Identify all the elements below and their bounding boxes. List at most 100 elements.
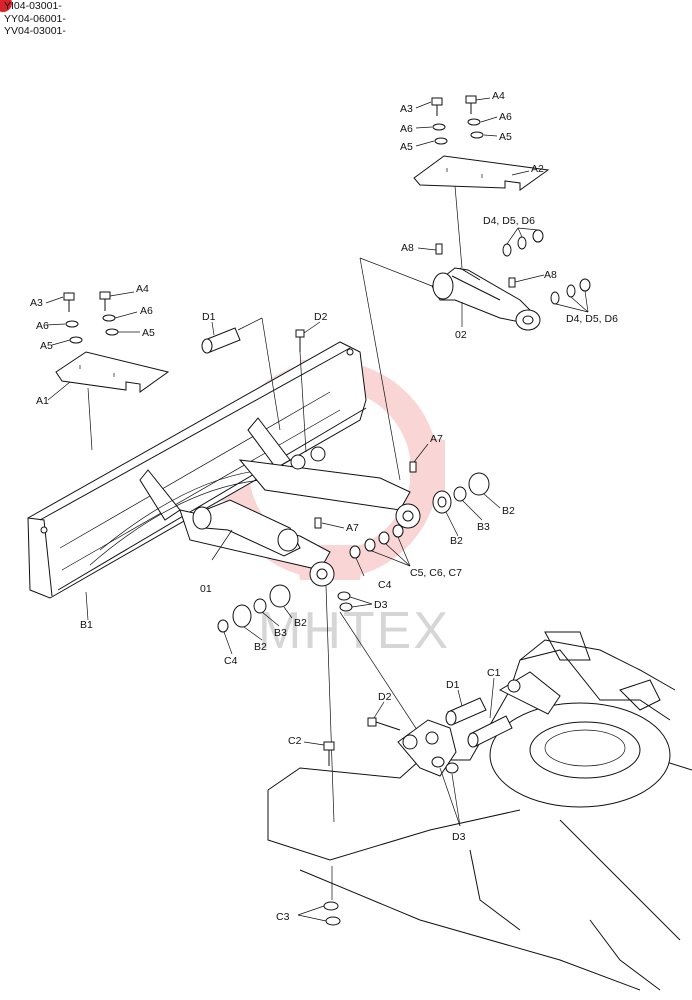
nut-c3-1	[323, 901, 339, 911]
bolt-a3-left	[63, 292, 75, 301]
callout-label: A6	[140, 305, 153, 317]
nut-d3-mid-1	[337, 591, 351, 601]
bolt-d2-top	[295, 329, 305, 338]
hardware-group-left	[45, 291, 170, 451]
callout-label: A2	[531, 163, 544, 175]
washer-c4-left	[217, 619, 229, 633]
callout-label: A3	[30, 297, 43, 309]
cylinder-01-body	[199, 499, 301, 557]
callout-label: A5	[499, 131, 512, 143]
callout-label: B2	[502, 505, 515, 517]
bushing-b2-left-1	[232, 604, 252, 628]
callout-label: B2	[254, 641, 267, 653]
plate-a2	[413, 155, 550, 191]
swing-bearing-ring	[489, 702, 671, 808]
callout-label: C4	[224, 655, 238, 667]
washer-a5-left-2	[105, 328, 119, 336]
callout-label: D4, D5, D6	[566, 313, 618, 325]
washer-b3-left	[253, 598, 267, 614]
grease-nipple-a8-left	[435, 243, 443, 255]
cylinder-01	[192, 499, 301, 561]
cylinder-02	[359, 185, 591, 481]
callout-label: D1	[446, 679, 460, 691]
grease-nipple-a7-right	[409, 461, 417, 473]
callout-label: 02	[455, 329, 467, 341]
washer-b3-right	[453, 486, 467, 502]
callout-label: C4	[378, 579, 392, 591]
callout-label: C5, C6, C7	[410, 567, 462, 579]
washer-d6-lower	[579, 278, 591, 292]
washer-c7	[392, 524, 404, 538]
callout-label: C2	[288, 735, 302, 747]
callout-label: D4, D5, D6	[483, 215, 535, 227]
callout-label: A5	[40, 340, 53, 352]
washer-d5-upper	[517, 236, 527, 250]
undercarriage-frame	[267, 631, 692, 991]
washer-set-c	[349, 524, 411, 577]
callout-label: A6	[36, 320, 49, 332]
frame-lug	[498, 671, 561, 715]
callout-label: B2	[294, 617, 307, 629]
watermark-text: MHTEX	[258, 602, 450, 660]
washer-d4-upper	[502, 243, 512, 257]
callout-label: A1	[36, 395, 49, 407]
callout-label: A6	[400, 123, 413, 135]
serial-number: YI04-03001-	[4, 0, 62, 12]
frame-arm-upper	[238, 459, 411, 511]
callout-label: A7	[430, 433, 443, 445]
bolt-a3-right	[431, 97, 443, 106]
callout-labels: A3 A4 A6 A6 A5 A5 A2 D4, D5, D6 A8 A8 D4…	[30, 90, 618, 923]
serial-number: YV04-03001-	[4, 25, 66, 37]
serial-number: YY04-06001-	[4, 12, 66, 25]
washer-a6-right	[432, 123, 446, 131]
serial-number-list: YI04-03001- YY04-06001- YV04-03001-	[4, 0, 66, 38]
washer-a6-right-2	[467, 118, 481, 126]
blade-rib-right	[247, 417, 291, 469]
callout-label: D1	[202, 311, 216, 323]
callout-label: C3	[276, 911, 290, 923]
callout-label: A4	[492, 90, 505, 102]
callout-label: B2	[450, 535, 463, 547]
callout-label: D3	[374, 599, 388, 611]
grease-nipple-a8-right	[508, 277, 516, 288]
washer-c4-mid	[349, 545, 361, 559]
washer-a5-right	[434, 137, 448, 145]
callout-label: A8	[544, 269, 557, 281]
callout-label: A8	[401, 242, 414, 254]
callout-label: A3	[400, 103, 413, 115]
bolt-a4-left	[99, 291, 111, 300]
nut-d3-mid-2	[339, 602, 353, 612]
nut-set-d3-bottom	[431, 756, 461, 827]
bushing-set-right	[432, 472, 501, 537]
nut-set-c3	[297, 866, 341, 926]
washer-d6-upper	[532, 229, 544, 243]
nut-c3-2	[325, 916, 341, 926]
callout-label: A5	[400, 141, 413, 153]
washer-d4-lower	[550, 291, 560, 305]
bolt-d2-bottom	[367, 717, 377, 727]
nut-d3-bottom-2	[445, 762, 459, 774]
grease-nipple-a7-mid	[314, 517, 322, 529]
callout-label: D2	[314, 311, 328, 323]
callout-label: B1	[80, 619, 93, 631]
bushing-b2-left-2	[269, 584, 291, 608]
bolt-a4-right	[465, 95, 477, 104]
callout-label: A7	[346, 522, 359, 534]
pins-bottom	[367, 677, 513, 748]
washer-a5-left	[69, 336, 83, 344]
bolt-c2	[323, 741, 335, 751]
callout-label: D2	[378, 691, 392, 703]
hardware-group-right	[413, 95, 550, 191]
callout-label: D3	[452, 831, 466, 843]
bushing-b2-right-2	[468, 472, 490, 496]
nut-set-d3-mid	[337, 591, 373, 612]
callout-label: A4	[136, 283, 149, 295]
washer-c5	[364, 538, 376, 552]
nut-d3-bottom-1	[431, 756, 445, 768]
plate-a1	[55, 351, 170, 393]
washer-a6-left-2	[102, 314, 116, 322]
callout-label: B3	[477, 521, 490, 533]
washer-a6-left	[65, 320, 79, 328]
callout-label: 01	[200, 583, 212, 595]
